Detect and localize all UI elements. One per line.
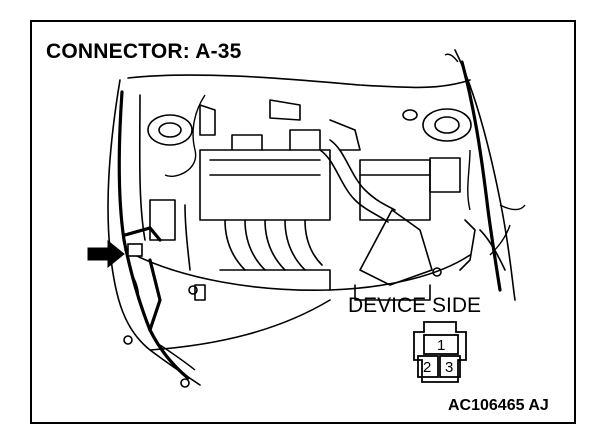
pin-1-label: 1 — [437, 337, 445, 354]
engine-bay-illustration: 1 2 3 — [87, 49, 526, 388]
harness-left — [117, 90, 190, 380]
pin-3-label: 3 — [445, 359, 453, 376]
intake-runners — [224, 219, 323, 271]
pointer-arrow — [87, 239, 125, 269]
pin-3-cell — [439, 355, 461, 378]
device-side-label: DEVICE SIDE — [348, 294, 482, 317]
pin-1-cell — [423, 334, 459, 355]
fender-right-outline — [454, 49, 516, 301]
pin-2-label: 2 — [423, 359, 431, 376]
connector-title: CONNECTOR: A-35 — [46, 40, 242, 63]
harness-right — [460, 60, 502, 292]
left-strut-tower — [147, 114, 193, 146]
figure-id: AC106465 AJ — [448, 397, 549, 414]
intake-hose — [329, 139, 396, 211]
connector-face-diagram — [413, 321, 467, 383]
hood-edge — [127, 74, 471, 89]
fender-left-outline — [107, 79, 201, 386]
connector-a35-location — [127, 243, 143, 257]
pin-2-cell — [417, 355, 439, 378]
right-strut-tower — [422, 108, 472, 142]
